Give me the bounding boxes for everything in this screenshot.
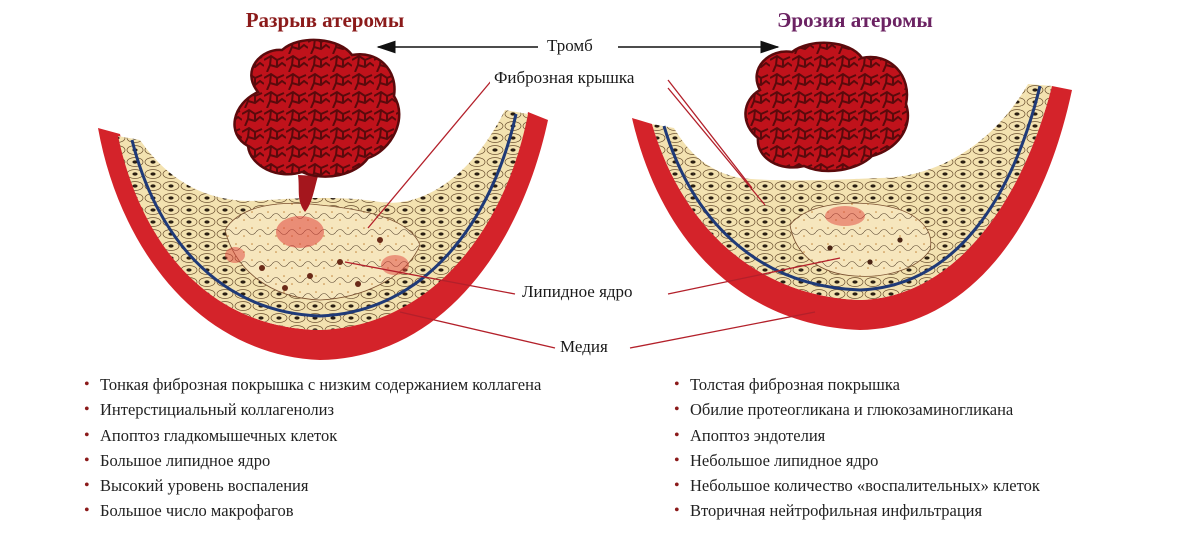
bullet-icon: • xyxy=(674,502,680,520)
list-item: •Большое число макрофагов xyxy=(84,498,541,523)
rupture-illustration xyxy=(98,38,548,360)
erosion-thrombus xyxy=(744,41,909,173)
rupture-features-list: •Тонкая фиброзная покрышка с низким соде… xyxy=(84,372,541,524)
rupture-inflammation-patch xyxy=(276,216,324,248)
title-rupture: Разрыв атеромы xyxy=(245,8,405,32)
atheroma-diagram xyxy=(98,38,1072,360)
leader-lines xyxy=(344,79,841,349)
bullet-icon: • xyxy=(674,426,680,444)
rupture-macrophages xyxy=(259,237,383,291)
leader-media-right xyxy=(629,311,816,349)
bullet-icon: • xyxy=(84,376,90,393)
leader-lipid-left xyxy=(344,261,516,295)
erosion-lipid-core xyxy=(789,202,932,277)
label-lipid-core: Липидное ядро xyxy=(518,282,637,302)
label-thrombus: Тромб xyxy=(543,36,597,56)
leader-fibrous-cap-right2 xyxy=(667,87,766,206)
list-item: •Интерстициальный коллагенолиз xyxy=(84,397,541,422)
list-item: •Большое липидное ядро xyxy=(84,448,541,473)
erosion-illustration xyxy=(632,41,1072,330)
bullet-icon: • xyxy=(674,477,680,495)
leader-lipid-right xyxy=(667,257,841,295)
bullet-icon: • xyxy=(84,502,90,520)
rupture-neck xyxy=(298,175,318,212)
erosion-media-layer xyxy=(652,84,1052,300)
erosion-outer-wall xyxy=(632,86,1072,330)
bullet-icon: • xyxy=(84,401,90,419)
label-media: Медия xyxy=(556,337,612,357)
rupture-thrombus xyxy=(233,38,401,178)
list-item: •Апоптоз эндотелия xyxy=(674,423,1040,448)
list-item: •Тонкая фиброзная покрышка с низким соде… xyxy=(84,372,541,397)
erosion-plaque xyxy=(674,84,1028,280)
erosion-features-list: •Толстая фиброзная покрышка •Обилие прот… xyxy=(674,372,1040,524)
list-item: •Высокий уровень воспаления xyxy=(84,473,541,498)
leader-fibrous-cap-left xyxy=(367,79,493,229)
erosion-media-line xyxy=(662,85,1042,292)
bullet-icon: • xyxy=(84,451,90,469)
list-item: •Обилие протеогликана и глюкозаминоглика… xyxy=(674,397,1040,422)
label-fibrous-cap: Фиброзная крышка xyxy=(490,68,639,88)
bullet-icon: • xyxy=(674,451,680,469)
bullet-icon: • xyxy=(674,376,680,393)
list-item: •Небольшое липидное ядро xyxy=(674,448,1040,473)
bullet-icon: • xyxy=(84,426,90,444)
title-erosion: Эрозия атеромы xyxy=(777,8,933,32)
leader-fibrous-cap-right xyxy=(667,79,753,189)
erosion-cells xyxy=(827,237,903,265)
rupture-inflammation-patch xyxy=(225,247,245,263)
rupture-outer-wall xyxy=(98,112,548,360)
list-item: •Толстая фиброзная покрышка xyxy=(674,372,1040,397)
leader-media-left xyxy=(399,311,556,349)
erosion-inflammation-patch xyxy=(825,206,865,226)
list-item: •Небольшое количество «воспалительных» к… xyxy=(674,473,1040,498)
list-item: •Апоптоз гладкомышечных клеток xyxy=(84,423,541,448)
bullet-icon: • xyxy=(674,401,680,419)
rupture-lipid-core xyxy=(224,202,421,301)
rupture-media-line xyxy=(130,113,518,318)
bullet-icon: • xyxy=(84,477,90,495)
list-item: •Вторичная нейтрофильная инфильтрация xyxy=(674,498,1040,523)
